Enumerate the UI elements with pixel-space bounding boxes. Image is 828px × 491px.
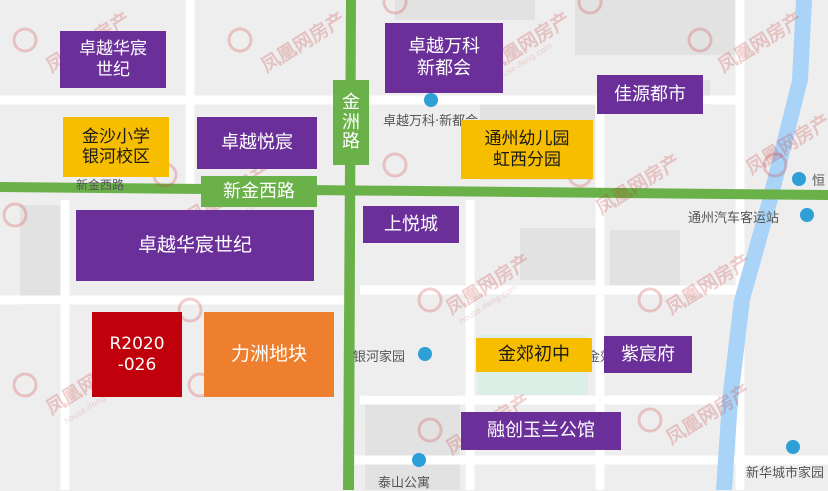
label-jiayuan-dushi[interactable]: 佳源都市: [597, 75, 703, 114]
label-zhuoyue-wanke[interactable]: 卓越万科 新都会: [385, 23, 503, 93]
poi-zhuoyue-wanke[interactable]: 卓越万科·新都会: [383, 114, 479, 129]
label-zichen-fu[interactable]: 紫宸府: [604, 336, 692, 373]
river: [716, 0, 812, 490]
label-jinzhou-lu[interactable]: 金 洲 路: [333, 80, 369, 165]
label-tongzhou-youeryuan[interactable]: 通州幼儿园 虹西分园: [461, 120, 593, 179]
poi-tongzhou-bus-station[interactable]: 通州汽车客运站: [688, 211, 780, 226]
label-jinjiao-chuzhong[interactable]: 金郊初中: [476, 338, 592, 372]
poi-xinhua-chengshi[interactable]: 新华城市家园: [746, 466, 825, 481]
label-rongchuang-yulan[interactable]: 融创玉兰公馆: [461, 412, 621, 450]
label-r2020-026[interactable]: R2020 -026: [92, 312, 182, 397]
label-lizhou-dikuai[interactable]: 力洲地块: [204, 312, 334, 397]
label-zhuoyue-yuechen[interactable]: 卓越悦宸: [197, 117, 317, 169]
poi-xinjin-xilu: 新金西路: [76, 178, 125, 192]
poi-taishan-gongyu[interactable]: 泰山公寓: [378, 476, 431, 491]
label-zhuoyue-huachen-shiji[interactable]: 卓越华宸世纪: [76, 210, 314, 281]
label-shangyue-cheng[interactable]: 上悦城: [363, 206, 459, 243]
label-xinjin-xilu[interactable]: 新金西路: [201, 176, 317, 207]
poi-icons: [412, 93, 814, 467]
label-zhuoyue-huachen-shiji-north[interactable]: 卓越华宸 世纪: [60, 31, 166, 88]
poi-yinhe-jiayuan[interactable]: 银河家园: [353, 350, 406, 365]
label-jinsha-xiaoxue[interactable]: 金沙小学 银河校区: [63, 117, 169, 177]
poi-heng[interactable]: 恒: [812, 174, 826, 189]
